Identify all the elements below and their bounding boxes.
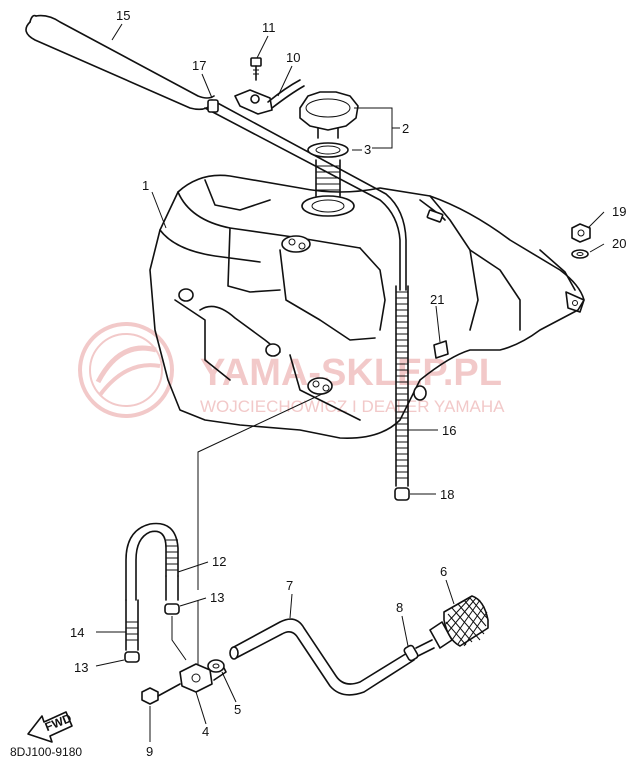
label-19: 19 xyxy=(612,204,626,219)
label-21: 21 xyxy=(430,292,444,307)
hose-guide-line xyxy=(171,616,187,661)
hose-clip-17 xyxy=(207,99,219,113)
watermark-logo-icon xyxy=(78,322,174,418)
fuel-cap xyxy=(299,91,359,139)
label-2: 2 xyxy=(402,121,409,136)
label-8: 8 xyxy=(396,600,403,615)
label-5: 5 xyxy=(234,702,241,717)
drawing-code: 8DJ100-9180 xyxy=(10,745,82,759)
label-20: 20 xyxy=(612,236,626,251)
hose-clip-13a xyxy=(164,603,180,615)
part-labels: 15 11 10 17 2 3 1 19 20 21 16 18 12 13 1… xyxy=(70,8,626,759)
breather-hose xyxy=(25,14,407,291)
bolt-11 xyxy=(250,57,262,81)
hose-clip-13b xyxy=(124,651,140,663)
label-15: 15 xyxy=(116,8,130,23)
washer-20 xyxy=(571,249,589,259)
watermark: YAMA-SKLEP.PL WOJCIECHOWICZ I DEALER YAM… xyxy=(78,322,505,418)
label-1: 1 xyxy=(142,178,149,193)
vent-hose-16 xyxy=(395,285,409,487)
fuel-pipe-7 xyxy=(229,618,415,696)
label-3: 3 xyxy=(364,142,371,157)
label-18: 18 xyxy=(440,487,454,502)
collar-5 xyxy=(207,659,225,673)
leader-lines xyxy=(95,23,605,742)
screw-9 xyxy=(141,683,181,705)
assembly-guide-line xyxy=(197,393,323,668)
fuel-tank xyxy=(149,174,585,439)
label-17: 17 xyxy=(192,58,206,73)
label-9: 9 xyxy=(146,744,153,759)
label-4: 4 xyxy=(202,724,209,739)
label-13-lower: 13 xyxy=(74,660,88,675)
hose-clip-8 xyxy=(403,644,419,662)
hose-cap-18 xyxy=(394,487,410,501)
fuel-filter-6 xyxy=(415,595,489,657)
label-13-upper: 13 xyxy=(210,590,224,605)
label-7: 7 xyxy=(286,578,293,593)
cap-gasket xyxy=(307,142,349,158)
damper-21 xyxy=(433,340,449,359)
label-11: 11 xyxy=(262,20,276,35)
forward-arrow-icon: FWD xyxy=(27,711,74,743)
fitting-10 xyxy=(234,79,305,115)
label-16: 16 xyxy=(442,423,456,438)
fuel-hose-12 xyxy=(125,522,179,601)
filler-neck xyxy=(301,159,355,217)
label-14: 14 xyxy=(70,625,84,640)
label-6: 6 xyxy=(440,564,447,579)
watermark-main-text: YAMA-SKLEP.PL xyxy=(200,352,502,394)
watermark-sub-text: WOJCIECHOWICZ I DEALER YAMAHA xyxy=(200,397,505,416)
nut-19 xyxy=(571,223,591,243)
label-10: 10 xyxy=(286,50,300,65)
label-12: 12 xyxy=(212,554,226,569)
fuel-hose-14 xyxy=(125,599,139,651)
